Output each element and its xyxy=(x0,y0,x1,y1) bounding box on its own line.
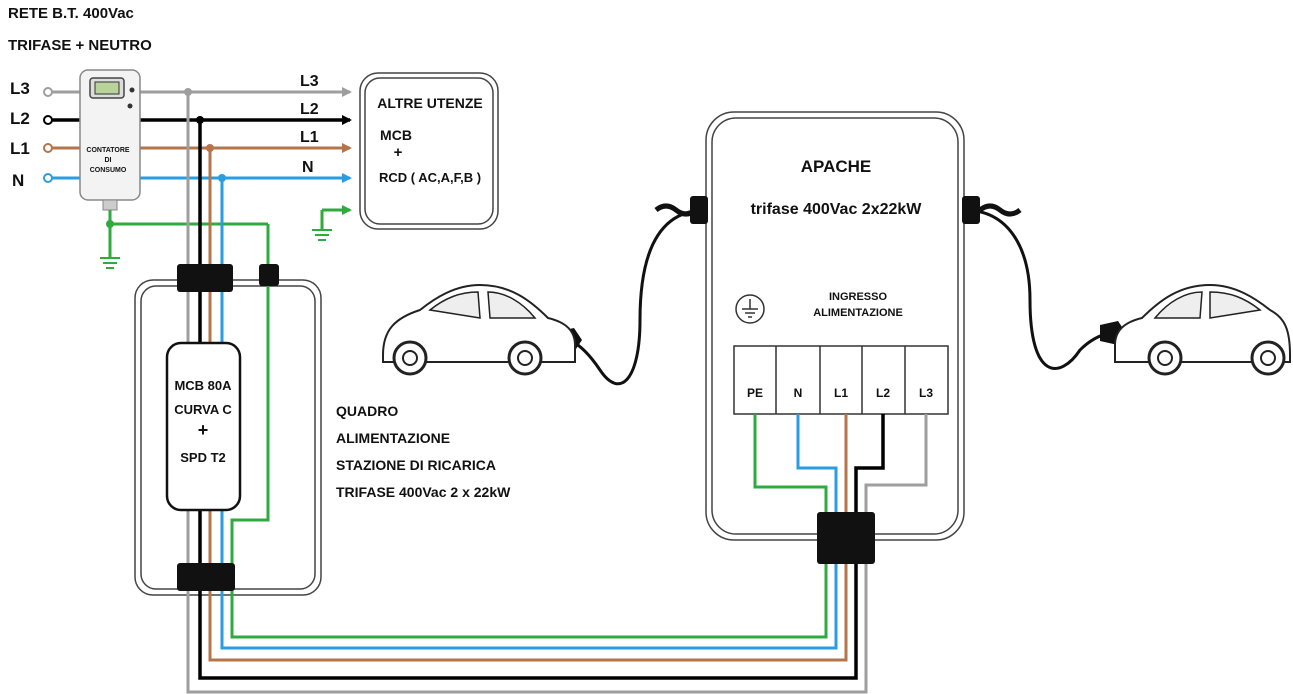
other-loads-plus: + xyxy=(394,144,403,161)
meter-label-line2: DI xyxy=(105,157,112,164)
station-feed-conductors xyxy=(186,562,868,694)
station-name: APACHE xyxy=(801,157,872,176)
other-loads-title: ALTRE UTENZE xyxy=(377,95,483,111)
terminal-l2 xyxy=(43,115,53,125)
phase-label-l3: L3 xyxy=(10,79,30,98)
breaker-line2: CURVA C xyxy=(174,402,232,417)
panel-top-gland xyxy=(177,264,233,292)
electric-car-right xyxy=(1114,283,1291,376)
station-gland xyxy=(817,512,875,564)
panel-bottom-gland xyxy=(177,563,235,591)
network-title-line1: RETE B.T. 400Vac xyxy=(8,5,134,22)
phase-label-l1: L1 xyxy=(10,139,30,158)
charging-cable-left xyxy=(556,196,708,386)
terminal-l1-label: L1 xyxy=(834,386,848,400)
breaker-line3: SPD T2 xyxy=(180,450,226,465)
terminal-l2-label: L2 xyxy=(876,386,890,400)
arrow-label-l2: L2 xyxy=(300,101,319,118)
terminal-l1 xyxy=(43,143,53,153)
terminal-l3 xyxy=(43,87,53,97)
terminal-n-label: N xyxy=(794,386,803,400)
charging-station: APACHE trifase 400Vac 2x22kW INGRESSO AL… xyxy=(705,111,965,541)
other-loads-rcd: RCD ( AC,A,F,B ) xyxy=(379,170,481,185)
panel-caption-line4: TRIFASE 400Vac 2 x 22kW xyxy=(336,484,511,500)
protective-earth-icon xyxy=(735,294,765,324)
arrow-label-n: N xyxy=(302,159,314,176)
network-title-line2: TRIFASE + NEUTRO xyxy=(8,37,152,54)
phase-label-l2: L2 xyxy=(10,109,30,128)
station-spec: trifase 400Vac 2x22kW xyxy=(751,201,923,218)
terminal-l3-label: L3 xyxy=(919,386,933,400)
ground-icon xyxy=(100,257,120,269)
panel-caption-line2: ALIMENTAZIONE xyxy=(336,430,450,446)
terminal-block: PE N L1 L2 L3 xyxy=(733,345,949,415)
meter-label-line1: CONTATORE xyxy=(86,147,129,154)
electric-car-left xyxy=(382,283,576,376)
station-input-line1: INGRESSO xyxy=(829,291,888,303)
terminal-n xyxy=(43,173,53,183)
breaker-plus: + xyxy=(198,420,209,440)
other-loads-box: ALTRE UTENZE MCB + RCD ( AC,A,F,B ) xyxy=(359,72,499,230)
energy-meter: CONTATORE DI CONSUMO xyxy=(79,69,141,211)
arrow-label-l1: L1 xyxy=(300,129,319,146)
breaker-box: MCB 80A CURVA C + SPD T2 xyxy=(165,341,242,512)
panel-caption-line3: STAZIONE DI RICARICA xyxy=(336,457,496,473)
meter-label-line3: CONSUMO xyxy=(90,167,127,174)
phase-label-n: N xyxy=(12,171,24,190)
charging-cable-right xyxy=(962,196,1126,370)
breaker-line1: MCB 80A xyxy=(174,378,232,393)
other-loads-ground xyxy=(312,205,352,241)
panel-caption-line1: QUADRO xyxy=(336,403,398,419)
other-loads-mcb: MCB xyxy=(380,127,412,143)
arrow-label-l3: L3 xyxy=(300,73,319,90)
panel-feed-conductors xyxy=(184,88,226,270)
terminal-pe: PE xyxy=(747,386,763,400)
station-input-line2: ALIMENTAZIONE xyxy=(813,307,903,319)
panel-ground-gland xyxy=(259,264,279,286)
station-internal-conductors xyxy=(753,414,928,515)
